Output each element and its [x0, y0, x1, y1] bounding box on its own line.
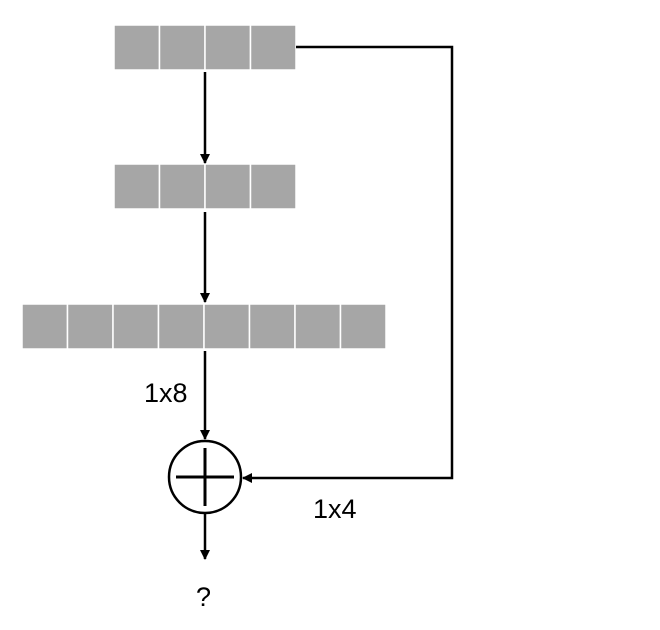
- middle-vector-cell: [249, 163, 297, 210]
- middle-vector-cell: [158, 163, 206, 210]
- middle-vector-cell: [204, 163, 252, 210]
- input-vector-cell: [249, 24, 297, 71]
- input-vector: [113, 24, 297, 71]
- wide-vector-cell: [66, 303, 114, 350]
- middle-vector: [113, 163, 297, 210]
- wide-vector: [21, 303, 387, 350]
- wide-vector-cell: [294, 303, 342, 350]
- skip-branch-shape-label: 1x4: [313, 494, 357, 524]
- input-vector-cell: [113, 24, 161, 71]
- middle-vector-cell: [113, 163, 161, 210]
- input-vector-cell: [158, 24, 206, 71]
- wide-vector-cell: [203, 303, 251, 350]
- wide-vector-cell: [339, 303, 387, 350]
- wide-vector-cell: [248, 303, 296, 350]
- main-branch-shape-label: 1x8: [144, 378, 188, 408]
- wide-vector-cell: [157, 303, 205, 350]
- output-label: ?: [196, 582, 211, 612]
- wide-vector-cell: [112, 303, 160, 350]
- skip-connection-arrow: [242, 45, 454, 483]
- wide-vector-cell: [21, 303, 69, 350]
- input-vector-cell: [204, 24, 252, 71]
- add-operator: [167, 439, 243, 515]
